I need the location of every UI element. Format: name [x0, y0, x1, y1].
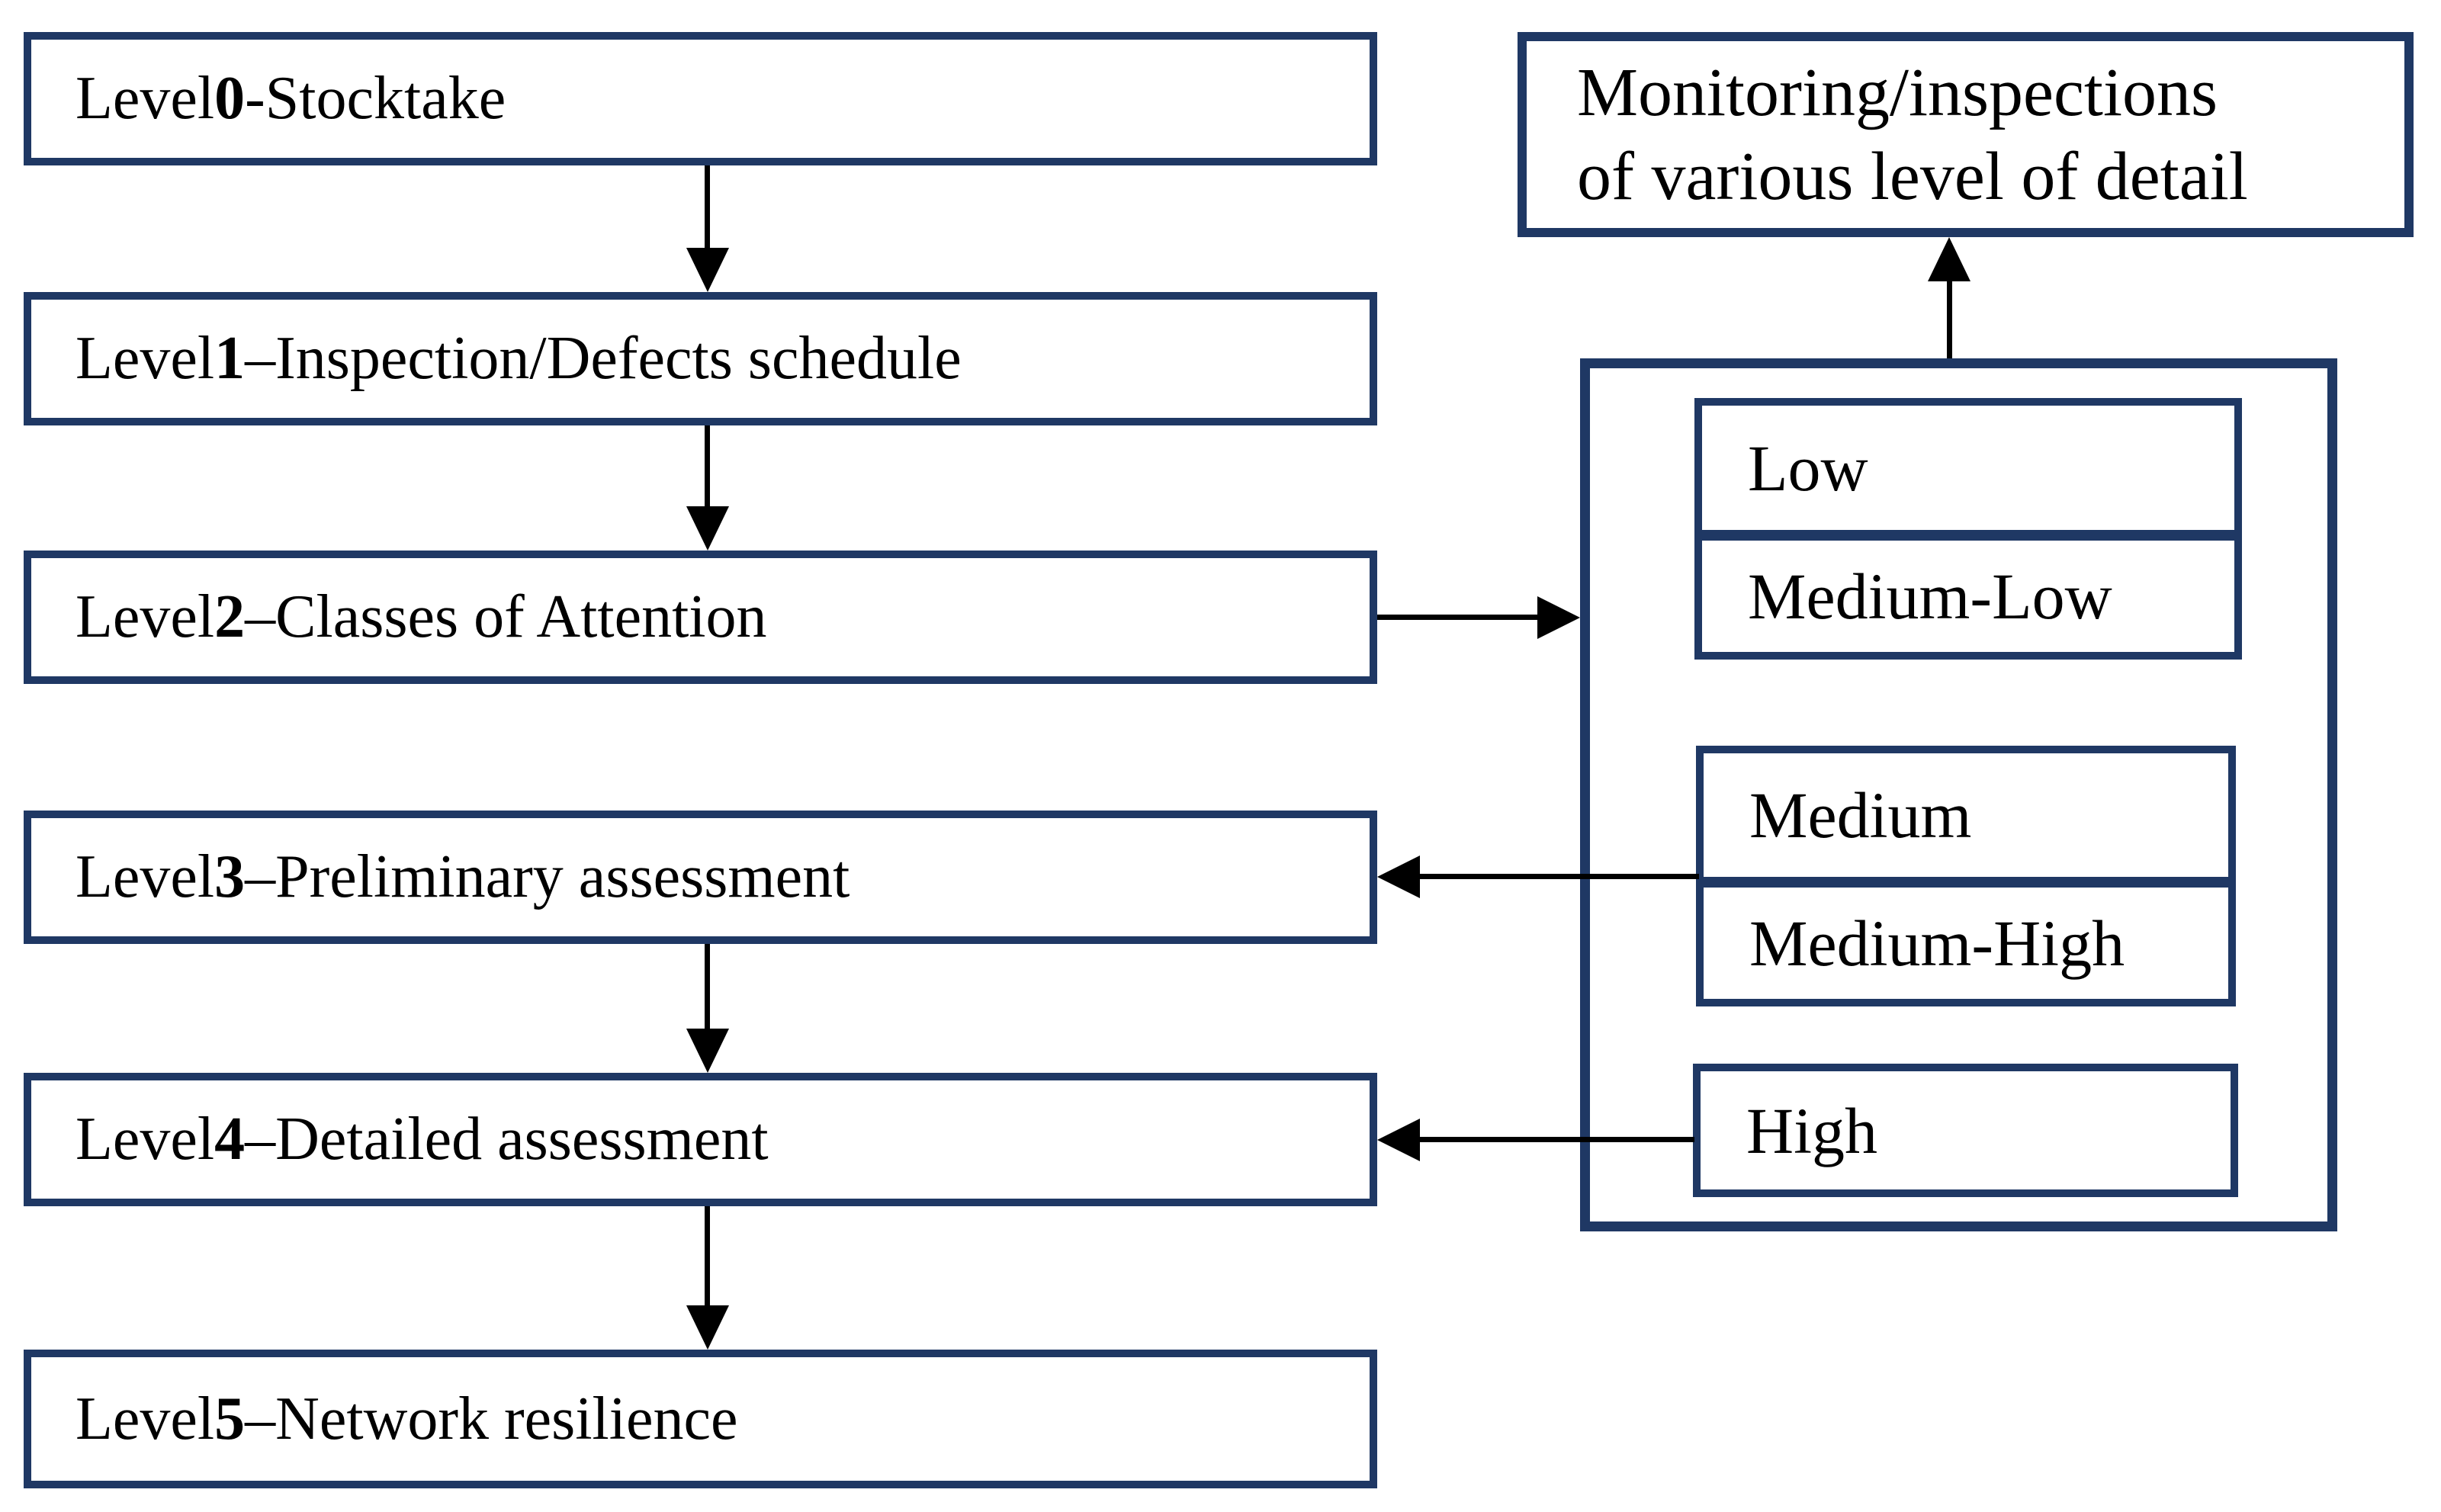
arrow-shaft — [705, 165, 710, 251]
level-1-prefix: Level — [75, 325, 215, 392]
level-0-number: 0 — [214, 65, 246, 132]
level-4-title: Detailed assessment — [275, 1106, 769, 1173]
medium-high-cell: Medium-High — [1704, 888, 2228, 999]
level-2-box: Level 2 – Classes of Attention — [24, 551, 1377, 684]
monitoring-line2: of various level of detail — [1577, 138, 2248, 214]
level-4-number: 4 — [214, 1106, 246, 1173]
level-0-box: Level 0 - Stocktake — [24, 32, 1377, 165]
low-medium-low-group: Low Medium-Low — [1694, 398, 2242, 660]
level-4-box: Level 4 – Detailed assessment — [24, 1073, 1377, 1206]
arrow-shaft — [705, 1206, 710, 1308]
level-1-separator: – — [245, 325, 276, 392]
level-5-separator: – — [245, 1385, 276, 1453]
arrow-shaft — [1377, 615, 1539, 620]
level-4-prefix: Level — [75, 1106, 215, 1173]
arrow-shaft — [1947, 280, 1952, 358]
level-5-box: Level 5 – Network resilience — [24, 1350, 1377, 1488]
arrow-shaft — [1418, 874, 1699, 879]
low-cell: Low — [1702, 406, 2234, 530]
arrow-shaft — [705, 944, 710, 1032]
level-5-title: Network resilience — [275, 1385, 738, 1453]
level-1-number: 1 — [214, 325, 246, 392]
monitoring-box: Monitoring/inspections of various level … — [1518, 32, 2414, 237]
high-box: High — [1693, 1064, 2238, 1197]
arrow-head-down-icon — [686, 1305, 729, 1350]
level-3-title: Preliminary assessment — [275, 843, 850, 910]
level-1-title: Inspection/Defects schedule — [275, 325, 962, 392]
high-label: High — [1746, 1093, 1877, 1167]
medium-low-cell: Medium-Low — [1702, 541, 2234, 652]
arrow-head-up-icon — [1928, 237, 1970, 281]
arrow-head-left-icon — [1377, 1119, 1420, 1161]
medium-label: Medium — [1749, 778, 1972, 852]
level-0-separator: - — [245, 65, 265, 132]
arrow-shaft — [705, 425, 710, 509]
medium-high-label: Medium-High — [1749, 907, 2125, 980]
level-4-separator: – — [245, 1106, 276, 1173]
monitoring-line1: Monitoring/inspections — [1577, 54, 2218, 130]
level-3-separator: – — [245, 843, 276, 910]
level-2-title: Classes of Attention — [275, 583, 767, 650]
arrow-head-down-icon — [686, 506, 729, 551]
arrow-head-right-icon — [1537, 596, 1580, 639]
level-3-box: Level 3 – Preliminary assessment — [24, 811, 1377, 944]
level-2-number: 2 — [214, 583, 246, 650]
medium-cell: Medium — [1704, 753, 2228, 877]
high-cell: High — [1701, 1071, 2231, 1189]
medium-low-label: Medium-Low — [1748, 560, 2112, 633]
arrow-head-down-icon — [686, 1029, 729, 1073]
arrow-head-down-icon — [686, 248, 729, 292]
level-0-prefix: Level — [75, 65, 215, 132]
low-label: Low — [1748, 431, 1868, 505]
arrow-shaft — [1418, 1137, 1694, 1142]
medium-medium-high-group: Medium Medium-High — [1696, 746, 2236, 1006]
group-divider — [1702, 530, 2234, 541]
level-1-box: Level 1 – Inspection/Defects schedule — [24, 292, 1377, 425]
level-5-prefix: Level — [75, 1385, 215, 1453]
level-3-number: 3 — [214, 843, 246, 910]
level-3-prefix: Level — [75, 843, 215, 910]
group-divider — [1704, 877, 2228, 888]
level-2-separator: – — [245, 583, 276, 650]
level-5-number: 5 — [214, 1385, 246, 1453]
arrow-head-left-icon — [1377, 856, 1420, 898]
level-0-title: Stocktake — [265, 65, 506, 132]
level-2-prefix: Level — [75, 583, 215, 650]
